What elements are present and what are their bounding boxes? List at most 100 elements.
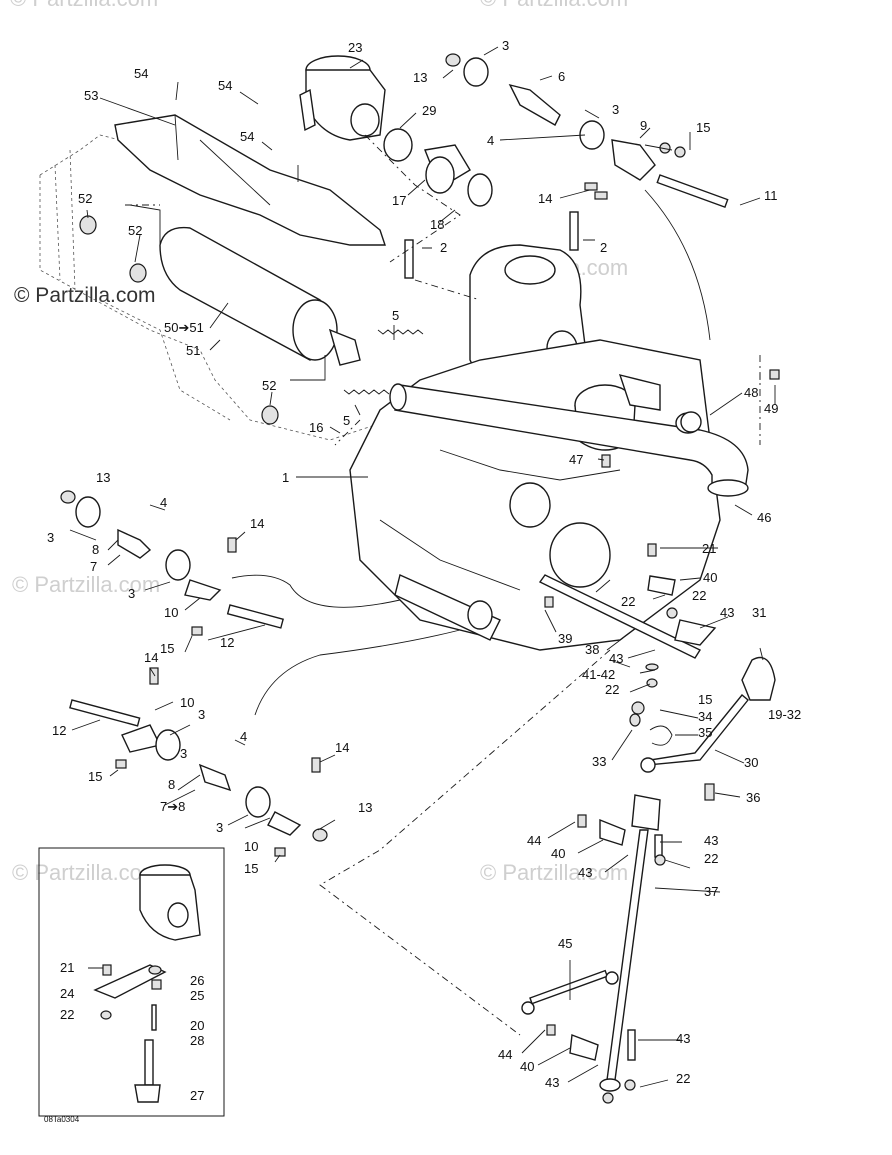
- callout-3: 3: [180, 746, 187, 761]
- callout-15: 15: [244, 861, 258, 876]
- leader-line: [69, 46, 776, 1088]
- callout-7: 7: [90, 559, 97, 574]
- watermark: © Partzilla.com: [12, 860, 160, 885]
- callout-27: 27: [190, 1088, 204, 1103]
- leader-arrow: [231, 189, 711, 716]
- callout-48: 48: [744, 385, 758, 400]
- callout-6: 6: [558, 69, 565, 84]
- shift-linkage: [521, 369, 780, 1104]
- callout-40: 40: [551, 846, 565, 861]
- callout-22: 22: [605, 682, 619, 697]
- callout-40: 40: [520, 1059, 534, 1074]
- callout-44: 44: [498, 1047, 512, 1062]
- callout-14: 14: [335, 740, 349, 755]
- callout-11: 11: [764, 188, 778, 203]
- callout-22: 22: [621, 594, 635, 609]
- callout-45: 45: [558, 936, 572, 951]
- inset-carburetor: [93, 864, 201, 1103]
- callout-51: 51: [186, 343, 200, 358]
- callout-12: 12: [52, 723, 66, 738]
- callout-21: 21: [60, 960, 74, 975]
- callout-18: 18: [430, 217, 444, 232]
- callout-35: 35: [698, 725, 712, 740]
- callout-13: 13: [413, 70, 427, 85]
- callout-15: 15: [698, 692, 712, 707]
- callout-3: 3: [216, 820, 223, 835]
- callout-3: 3: [502, 38, 509, 53]
- callout-53: 53: [84, 88, 98, 103]
- starter-drive-upper-left: [60, 490, 284, 636]
- callout-4: 4: [240, 729, 247, 744]
- starter-drive-lower-left: [69, 667, 328, 857]
- callout-28: 28: [190, 1033, 204, 1048]
- starter-drive-top: [445, 53, 729, 209]
- callout-23: 23: [348, 40, 362, 55]
- callout-44: 44: [527, 833, 541, 848]
- callout-15: 15: [696, 120, 710, 135]
- callout-10: 10: [244, 839, 258, 854]
- callout-14: 14: [538, 191, 552, 206]
- callout-19-32: 19-32: [768, 707, 801, 722]
- callout-3: 3: [47, 530, 54, 545]
- intake-boot: [383, 128, 493, 207]
- callout-24: 24: [60, 986, 74, 1001]
- callout-22: 22: [704, 851, 718, 866]
- callout-50-to-51: 50➔51: [164, 320, 204, 335]
- callout-41-42: 41-42: [582, 667, 615, 682]
- callout-29: 29: [422, 103, 436, 118]
- watermark: © Partzilla.com: [12, 572, 160, 597]
- callout-52: 52: [262, 378, 276, 393]
- callout-30: 30: [744, 755, 758, 770]
- spark-plug: [404, 211, 579, 279]
- callout-54: 54: [240, 129, 254, 144]
- callout-33: 33: [592, 754, 606, 769]
- callout-52: 52: [128, 223, 142, 238]
- callout-38: 38: [585, 642, 599, 657]
- watermark: © Partzilla.com: [480, 860, 628, 885]
- callout-2: 2: [440, 240, 447, 255]
- callout-3: 3: [128, 586, 135, 601]
- callout-8: 8: [92, 542, 99, 557]
- callout-9: 9: [640, 118, 647, 133]
- callout-52: 52: [78, 191, 92, 206]
- frame-outline: [39, 134, 391, 441]
- callout-31: 31: [752, 605, 766, 620]
- callout-3: 3: [612, 102, 619, 117]
- callout-17: 17: [392, 193, 406, 208]
- callout-15: 15: [88, 769, 102, 784]
- callout-13: 13: [358, 800, 372, 815]
- exhaust-spring: [343, 329, 424, 395]
- callout-4: 4: [160, 495, 167, 510]
- callout-43: 43: [720, 605, 734, 620]
- callout-22: 22: [60, 1007, 74, 1022]
- callout-43: 43: [609, 651, 623, 666]
- callout-labels: 1 2 2 3 3 3 3 3 3 3 4 4 4 5 5 6 7 7➔8 8 …: [47, 38, 801, 1103]
- callout-49: 49: [764, 401, 778, 416]
- callout-10: 10: [164, 605, 178, 620]
- heat-shield: [114, 114, 386, 246]
- carburetor: [299, 55, 386, 141]
- callout-54: 54: [218, 78, 232, 93]
- callout-43: 43: [704, 833, 718, 848]
- callout-7-to-8: 7➔8: [160, 799, 185, 814]
- watermark: © Partzilla.com: [10, 0, 158, 11]
- callout-40: 40: [703, 570, 717, 585]
- callout-13: 13: [96, 470, 110, 485]
- inset-frame: [38, 847, 225, 1117]
- diagram-code: 08Ta0304: [44, 1115, 80, 1124]
- callout-14: 14: [144, 650, 158, 665]
- callout-16: 16: [309, 420, 323, 435]
- callout-54: 54: [134, 66, 148, 81]
- callout-8: 8: [168, 777, 175, 792]
- callout-20: 20: [190, 1018, 204, 1033]
- callout-22: 22: [676, 1071, 690, 1086]
- callout-12: 12: [220, 635, 234, 650]
- callout-4: 4: [487, 133, 494, 148]
- watermark-main: © Partzilla.com: [14, 284, 156, 307]
- callout-47: 47: [569, 452, 583, 467]
- callout-1: 1: [282, 470, 289, 485]
- callout-43: 43: [578, 865, 592, 880]
- callout-34: 34: [698, 709, 712, 724]
- callout-2: 2: [600, 240, 607, 255]
